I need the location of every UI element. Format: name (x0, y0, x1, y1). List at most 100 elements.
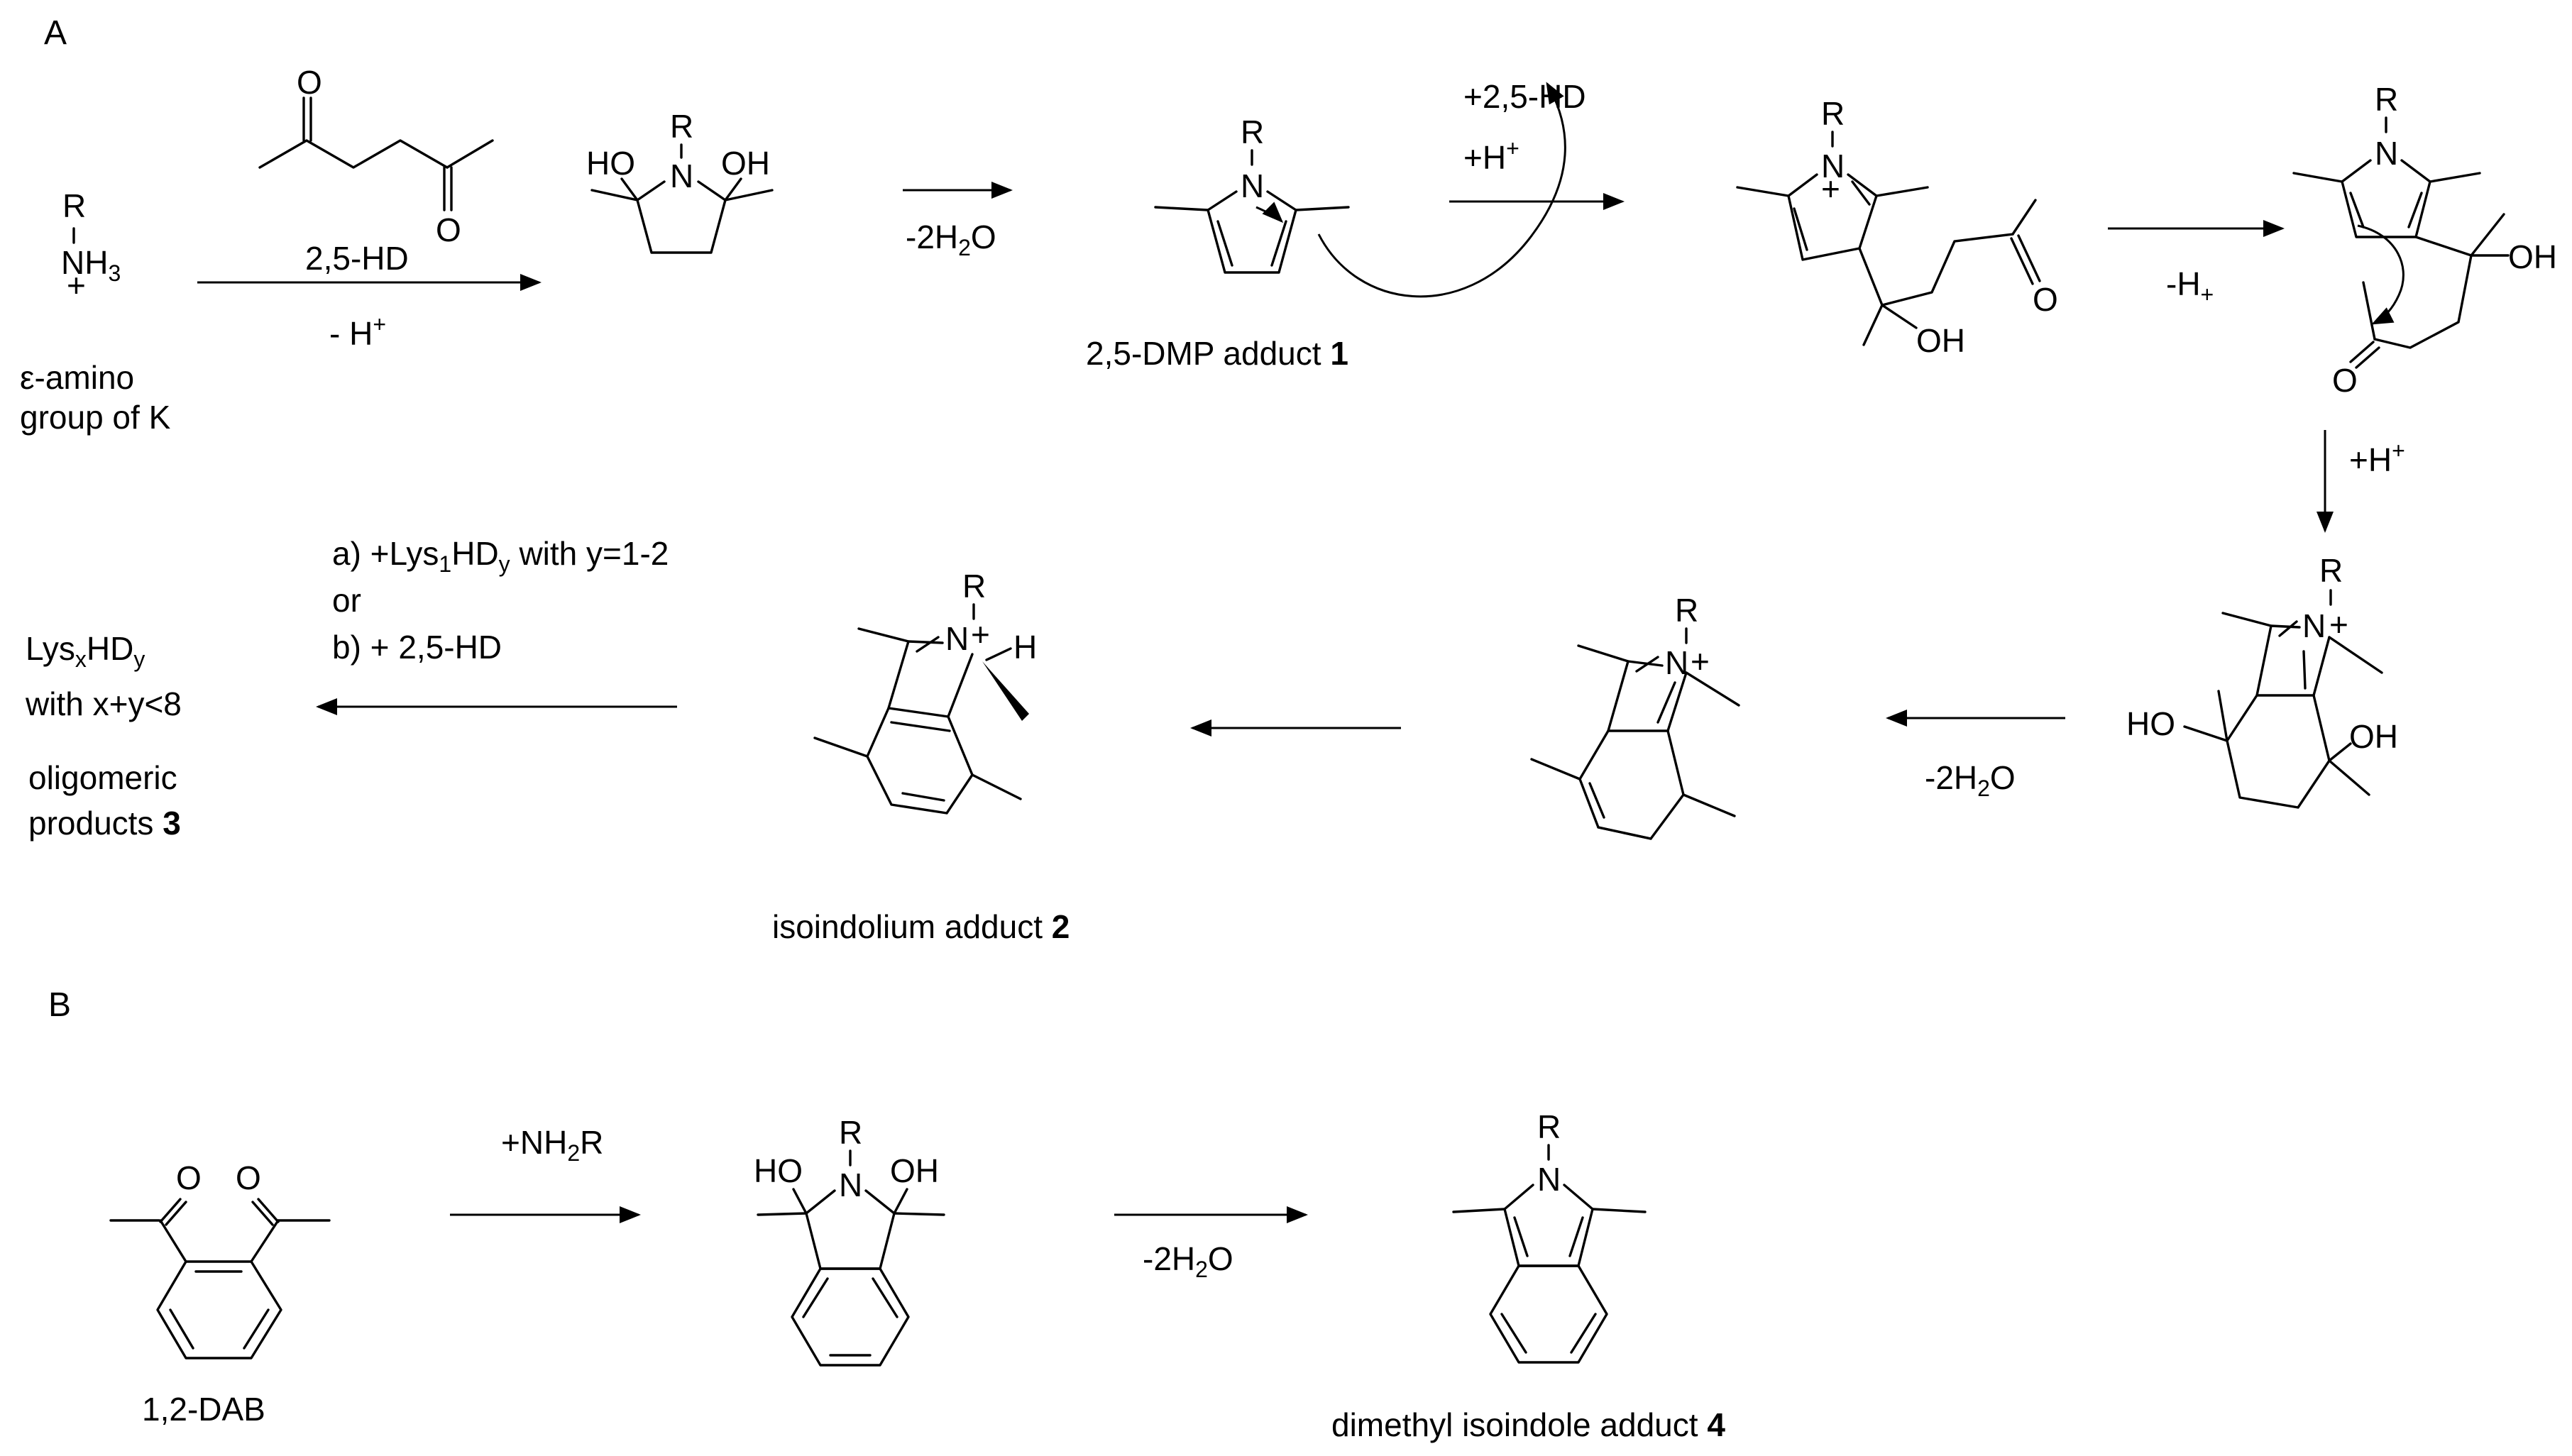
label-oligomeric: oligomeric (28, 759, 177, 796)
label-minus-h: - H+ (329, 311, 386, 352)
bond (2470, 213, 2505, 257)
ring-bonds (866, 707, 974, 815)
bond (590, 189, 639, 202)
label-lys-hd: LysxHDy (26, 630, 145, 672)
bond (802, 1277, 829, 1318)
atom-r: R (1675, 592, 1698, 629)
bond (1656, 681, 1676, 724)
atom-oh: OH (1916, 322, 1965, 359)
bond (872, 1277, 898, 1318)
bond (971, 773, 1022, 800)
atom-oh: OH (2349, 718, 2398, 755)
bond (1530, 758, 1581, 781)
label-plus-nh2r: +NH2R (501, 1124, 603, 1166)
label-plus-h-vertical: +H+ (2349, 438, 2405, 478)
atom-o: O (176, 1159, 202, 1196)
dimethyl-isoindole-structure: R N (1452, 1108, 1647, 1364)
diacetylbenzene-structure: O O (109, 1159, 331, 1360)
label-minus-2h2o: -2H2O (906, 219, 996, 260)
bond (258, 139, 449, 169)
label-with-xy: with x+y<8 (25, 685, 182, 722)
bond (159, 1198, 182, 1223)
bond (1736, 186, 1790, 197)
bond (985, 647, 1012, 661)
label-minus-hplus: -H+ (2166, 265, 2214, 307)
charge-plus: + (1691, 643, 1710, 680)
label-dimethyl-isoindole-adduct: dimethyl isoindole adduct 4 (1331, 1406, 1725, 1443)
isoindolium-adduct-structure: R N + H (813, 568, 1037, 815)
charge-plus: + (971, 616, 990, 653)
bond (724, 189, 774, 202)
bond (1513, 1216, 1529, 1257)
bond (2011, 199, 2037, 236)
atom-ho: HO (754, 1152, 803, 1189)
bond (1635, 656, 1659, 673)
bond (1216, 220, 1233, 267)
label-isoindolium-adduct: isoindolium adduct 2 (772, 908, 1070, 945)
atom-o: O (436, 211, 461, 248)
bond (159, 1219, 187, 1263)
bond (893, 1188, 908, 1215)
atom-nh3: NH3 (61, 244, 121, 286)
bond (2217, 690, 2228, 742)
bond (1588, 782, 1605, 819)
label-plus-h: +H+ (1463, 136, 1519, 176)
bond (2355, 346, 2380, 369)
bond (792, 1188, 808, 1215)
section-label-a: A (44, 14, 67, 52)
isoindoline-diol-structure: R N HO OH (754, 1114, 945, 1367)
atom-o: O (236, 1159, 261, 1196)
bond (1875, 186, 1929, 197)
tetrahydroisoindolium-diol-structure: R N + HO OH (2126, 552, 2398, 809)
bond (916, 636, 940, 653)
label-products: products 3 (28, 805, 181, 842)
label-option-or: or (332, 582, 361, 619)
bond (2010, 237, 2034, 285)
charge-plus: + (67, 267, 86, 304)
label-dmp-adduct: 2,5-DMP adduct 1 (1086, 335, 1348, 372)
atom-o: O (2332, 362, 2358, 399)
atom-h: H (1013, 629, 1037, 666)
bond (1597, 826, 1652, 840)
atom-n: N (839, 1167, 862, 1203)
bond (857, 627, 910, 643)
label-plus-hd: +2,5-HD (1463, 78, 1586, 115)
atom-oh: OH (2508, 238, 2557, 275)
bond (2278, 620, 2298, 637)
atom-r: R (2319, 552, 2343, 589)
bond (1154, 206, 1209, 211)
ring-bonds (1578, 729, 1685, 840)
bond (893, 1212, 945, 1216)
atom-n: N (2375, 135, 2398, 172)
atom-ho: HO (586, 145, 635, 182)
chain-bonds (2373, 254, 2473, 349)
bond (1452, 1208, 1506, 1213)
bond (1862, 304, 1884, 346)
atom-r: R (1241, 114, 1264, 150)
ring-bonds (2341, 159, 2431, 238)
bond (1500, 1313, 1527, 1354)
bond (1570, 1313, 1597, 1354)
label-minus-2h2o: -2H2O (1143, 1240, 1233, 1282)
atom-ho: HO (2126, 705, 2175, 742)
bond (2407, 192, 2423, 228)
cyclization-precursor-structure: R N OH O (2292, 81, 2557, 399)
ring-bonds (2226, 694, 2331, 809)
section-label-b: B (48, 986, 71, 1024)
bond (2292, 172, 2343, 183)
charge-plus: + (2329, 606, 2348, 643)
lysine-amino-group: R NH3 + (61, 187, 121, 304)
bond (169, 1308, 194, 1350)
bond (2183, 725, 2228, 742)
benzene-ring (156, 1260, 282, 1360)
bond (1591, 1208, 1647, 1213)
dihydroisoindolium-structure: R N + (1530, 592, 1740, 840)
bond (1682, 793, 1736, 817)
atom-o: O (2033, 281, 2058, 318)
bond (620, 177, 639, 202)
bond (2349, 341, 2375, 363)
label-option-a: a) +Lys1HDy with y=1-2 (332, 535, 669, 577)
hexanedione-structure: O O (258, 64, 494, 248)
electron-push-arrow (2357, 224, 2405, 325)
atom-oh: OH (721, 145, 770, 182)
